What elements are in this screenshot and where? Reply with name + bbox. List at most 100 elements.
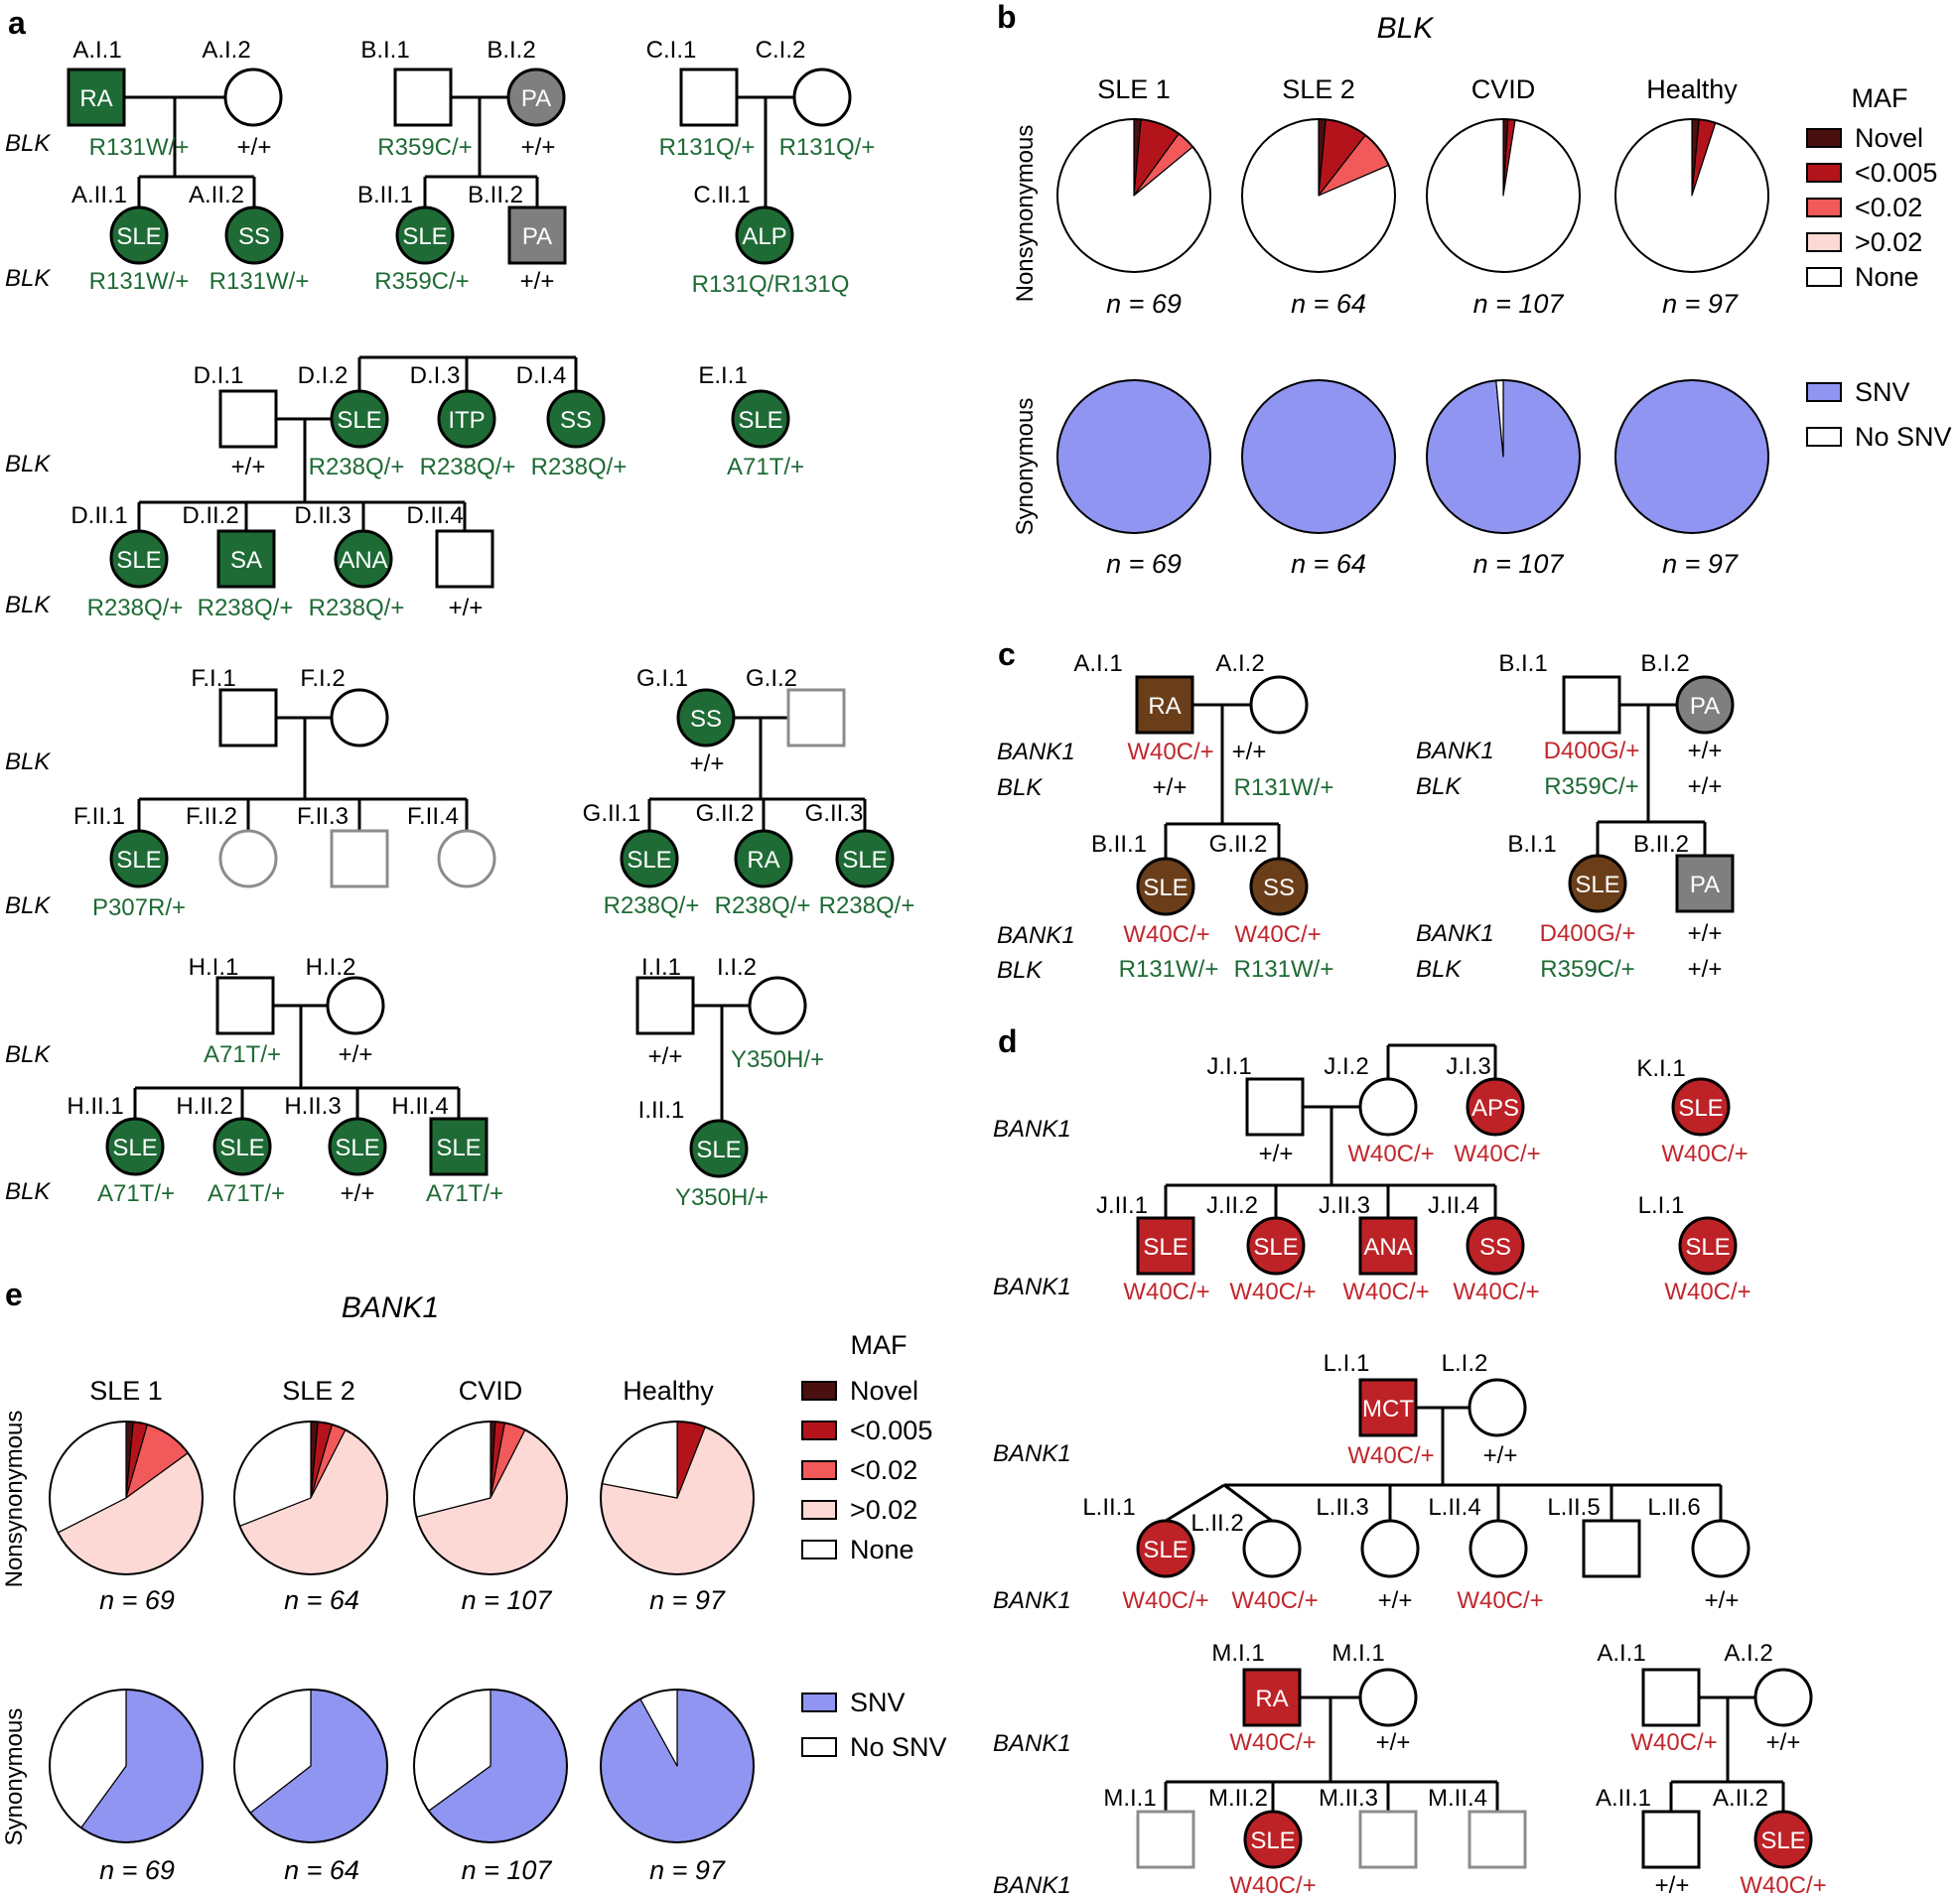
panel-e-legend-title: MAF [851, 1330, 908, 1360]
pie-outline [1426, 379, 1581, 534]
legend-swatch-0-02 [1806, 232, 1842, 252]
phenotype-label: SLE [436, 1135, 481, 1161]
gene-label: BLK [997, 774, 1043, 801]
individual-id: +/+ [449, 595, 484, 621]
genotype-label: W40C/+ [1229, 1729, 1316, 1756]
pedigree-female-ss [546, 389, 606, 449]
pedigree-female-pa [506, 68, 566, 127]
pedigree-female [1469, 1519, 1528, 1578]
genotype-label: W40C/+ [1122, 1587, 1208, 1614]
phenotype-label: SS [560, 407, 592, 434]
pedigree-female-sle [109, 205, 169, 265]
pedigree-male [1468, 1810, 1527, 1869]
individual-id: E.I.1 [698, 362, 747, 389]
individual-id: I.I.2 [717, 954, 757, 981]
individual-id: L.II.3 [1316, 1494, 1368, 1521]
pedigree-male-mct [1358, 1378, 1418, 1437]
phenotype-label: PA [521, 85, 551, 112]
individual-id: F.I.2 [300, 665, 345, 692]
pedigree-male [1641, 1810, 1701, 1869]
panel-e-gene-title: BANK1 [342, 1291, 439, 1324]
pedigree-line [1165, 1483, 1225, 1523]
phenotype-label: ITP [448, 407, 485, 434]
phenotype-label: SLE [116, 847, 161, 874]
pedigree-female-ana [334, 529, 393, 589]
genotype-label: W40C/+ [1234, 921, 1321, 948]
individual-id: B.I.1 [360, 37, 409, 64]
individual-id: B.I.1 [1498, 650, 1547, 677]
pedigree-male [635, 976, 695, 1035]
individual-id: +/+ [1705, 1587, 1740, 1614]
individual-id: F.II.3 [297, 803, 349, 830]
genotype-label: R359C/+ [1540, 956, 1634, 983]
individual-id: +/+ [1153, 774, 1188, 801]
pedigree-male [215, 976, 275, 1035]
pie-outline [49, 1689, 204, 1843]
phenotype-label: PA [1690, 872, 1720, 898]
phenotype-label: SLE [337, 407, 381, 434]
panel-e-letter: e [5, 1277, 23, 1312]
genotype-label: R359C/+ [374, 268, 469, 295]
pedigree-male-sle [429, 1117, 489, 1176]
gene-label: BANK1 [997, 922, 1075, 949]
phenotype-label: SLE [1250, 1828, 1295, 1854]
pie-outline [233, 1421, 388, 1575]
genotype-label: W40C/+ [1454, 1141, 1540, 1167]
panel-b-legend-title: MAF [1852, 83, 1908, 113]
legend-swatch-novel [801, 1381, 837, 1401]
genotype-label: W40C/+ [1123, 1279, 1209, 1305]
individual-id: D.I.4 [516, 362, 567, 389]
legend-label: >0.02 [850, 1495, 917, 1525]
genotype-label: R238Q/+ [309, 595, 405, 621]
legend-label: SNV [1855, 377, 1910, 407]
individual-id: L.II.4 [1428, 1494, 1480, 1521]
gene-label: BANK1 [993, 1730, 1071, 1757]
phenotype-label: SS [1479, 1234, 1511, 1261]
gene-label: BLK [5, 130, 51, 157]
pedigree-female-sle [1246, 1216, 1306, 1276]
phenotype-label: PA [1690, 693, 1720, 720]
pedigree-female-sle [731, 389, 790, 449]
phenotype-label: RA [79, 85, 112, 112]
individual-id: M.I.1 [1103, 1785, 1156, 1812]
individual-id: M.I.1 [1331, 1640, 1384, 1667]
pie-outline [1614, 118, 1769, 273]
individual-id: A.I.2 [202, 37, 250, 64]
phenotype-label: SS [690, 706, 722, 733]
pedigree-female-sle [330, 389, 389, 449]
individual-id: +/+ [1766, 1729, 1801, 1756]
pedigree-female-sle [1678, 1216, 1738, 1276]
pedigree-male-sa [216, 529, 276, 589]
gene-label: BLK [1416, 956, 1462, 983]
gene-label: BLK [5, 1178, 51, 1205]
panel-b-cat-healthy: Healthy [1646, 74, 1738, 104]
phenotype-label: SLE [1685, 1234, 1730, 1261]
individual-id: +/+ [520, 268, 555, 295]
panel-b-row-label-syn: Synonymous [1012, 398, 1039, 536]
pedigree-male-pa [1675, 854, 1735, 913]
pedigree-male [218, 389, 278, 449]
individual-id: H.II.2 [176, 1093, 232, 1120]
gene-label: BANK1 [993, 1116, 1071, 1143]
individual-id: +/+ [1232, 739, 1267, 765]
pedigree-female [223, 68, 283, 127]
pedigree-female [437, 829, 496, 888]
phenotype-label: SLE [1143, 1537, 1188, 1563]
legend-label: No SNV [1855, 422, 1952, 452]
individual-id: A.I.1 [72, 37, 121, 64]
gene-label: BANK1 [997, 739, 1075, 765]
pedigree-female [1360, 1519, 1420, 1578]
individual-id: +/+ [1376, 1729, 1411, 1756]
panel-e-n-label: n = 97 [649, 1855, 726, 1885]
panel-e-bank1-pies: e BANK1 Nonsynonymous Synonymous SLE 1 S… [1, 1277, 947, 1885]
phenotype-label: MCT [1362, 1396, 1414, 1422]
pedigree-male-ana [1358, 1216, 1418, 1276]
genotype-label: W40C/+ [1661, 1141, 1748, 1167]
genotype-label: R238Q/+ [87, 595, 184, 621]
individual-id: D.I.3 [410, 362, 461, 389]
genotype-label: R131W/+ [210, 268, 310, 295]
pedigree-female-sle [328, 1117, 387, 1176]
panel-e-nonsyn-pies [49, 1421, 755, 1575]
phenotype-label: ALP [742, 223, 786, 250]
